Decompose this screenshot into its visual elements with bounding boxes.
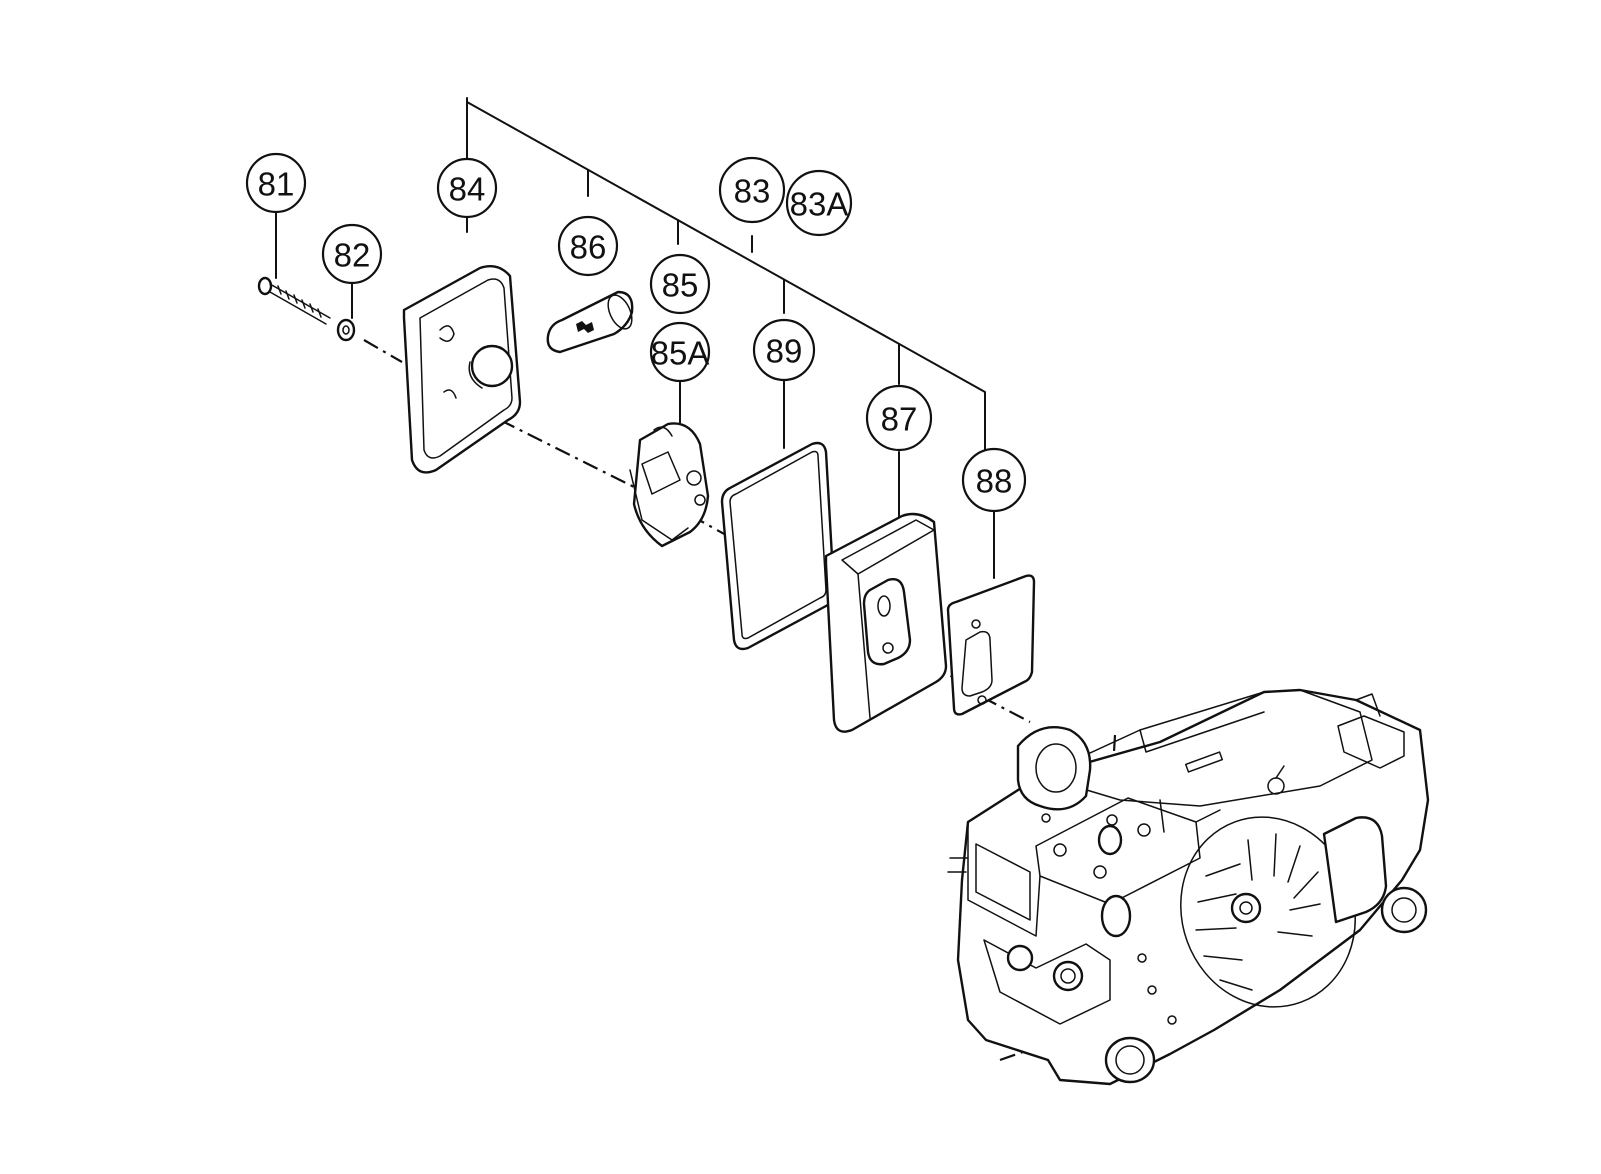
muffler-cover-part-84 <box>402 265 522 474</box>
callout-88: 88 <box>961 447 1027 513</box>
callouts: 81 82 84 86 85 85A 83 83A <box>245 152 1027 513</box>
callout-label: 85 <box>662 267 699 304</box>
callout-85A: 85A <box>649 321 711 383</box>
callout-84: 84 <box>436 157 498 219</box>
callout-label: 81 <box>258 166 295 203</box>
callout-label: 88 <box>976 463 1013 500</box>
callout-83A: 83A <box>785 169 853 237</box>
callout-label: 86 <box>570 229 607 266</box>
engine-crankcase <box>947 688 1430 1086</box>
callout-86: 86 <box>557 215 619 277</box>
callout-89: 89 <box>752 318 816 382</box>
screw-part-81 <box>257 276 331 325</box>
callout-label: 83 <box>734 173 771 210</box>
callout-81: 81 <box>245 152 307 214</box>
baffle-part-85 <box>629 422 710 548</box>
callout-label: 82 <box>334 237 371 274</box>
gasket-part-89 <box>720 441 836 651</box>
washer-part-82 <box>336 318 356 342</box>
spark-screen-part-86 <box>546 290 634 354</box>
callout-label: 83A <box>790 186 849 223</box>
callout-label: 84 <box>449 171 486 208</box>
callout-85: 85 <box>649 253 711 315</box>
muffler-body-part-87 <box>824 512 948 733</box>
callout-label: 89 <box>766 333 803 370</box>
callout-87: 87 <box>865 384 933 452</box>
callout-82: 82 <box>321 223 383 285</box>
callout-label: 85A <box>651 335 710 372</box>
exhaust-gasket-part-88 <box>946 574 1036 716</box>
callout-label: 87 <box>881 401 918 438</box>
callout-83: 83 <box>718 156 786 224</box>
